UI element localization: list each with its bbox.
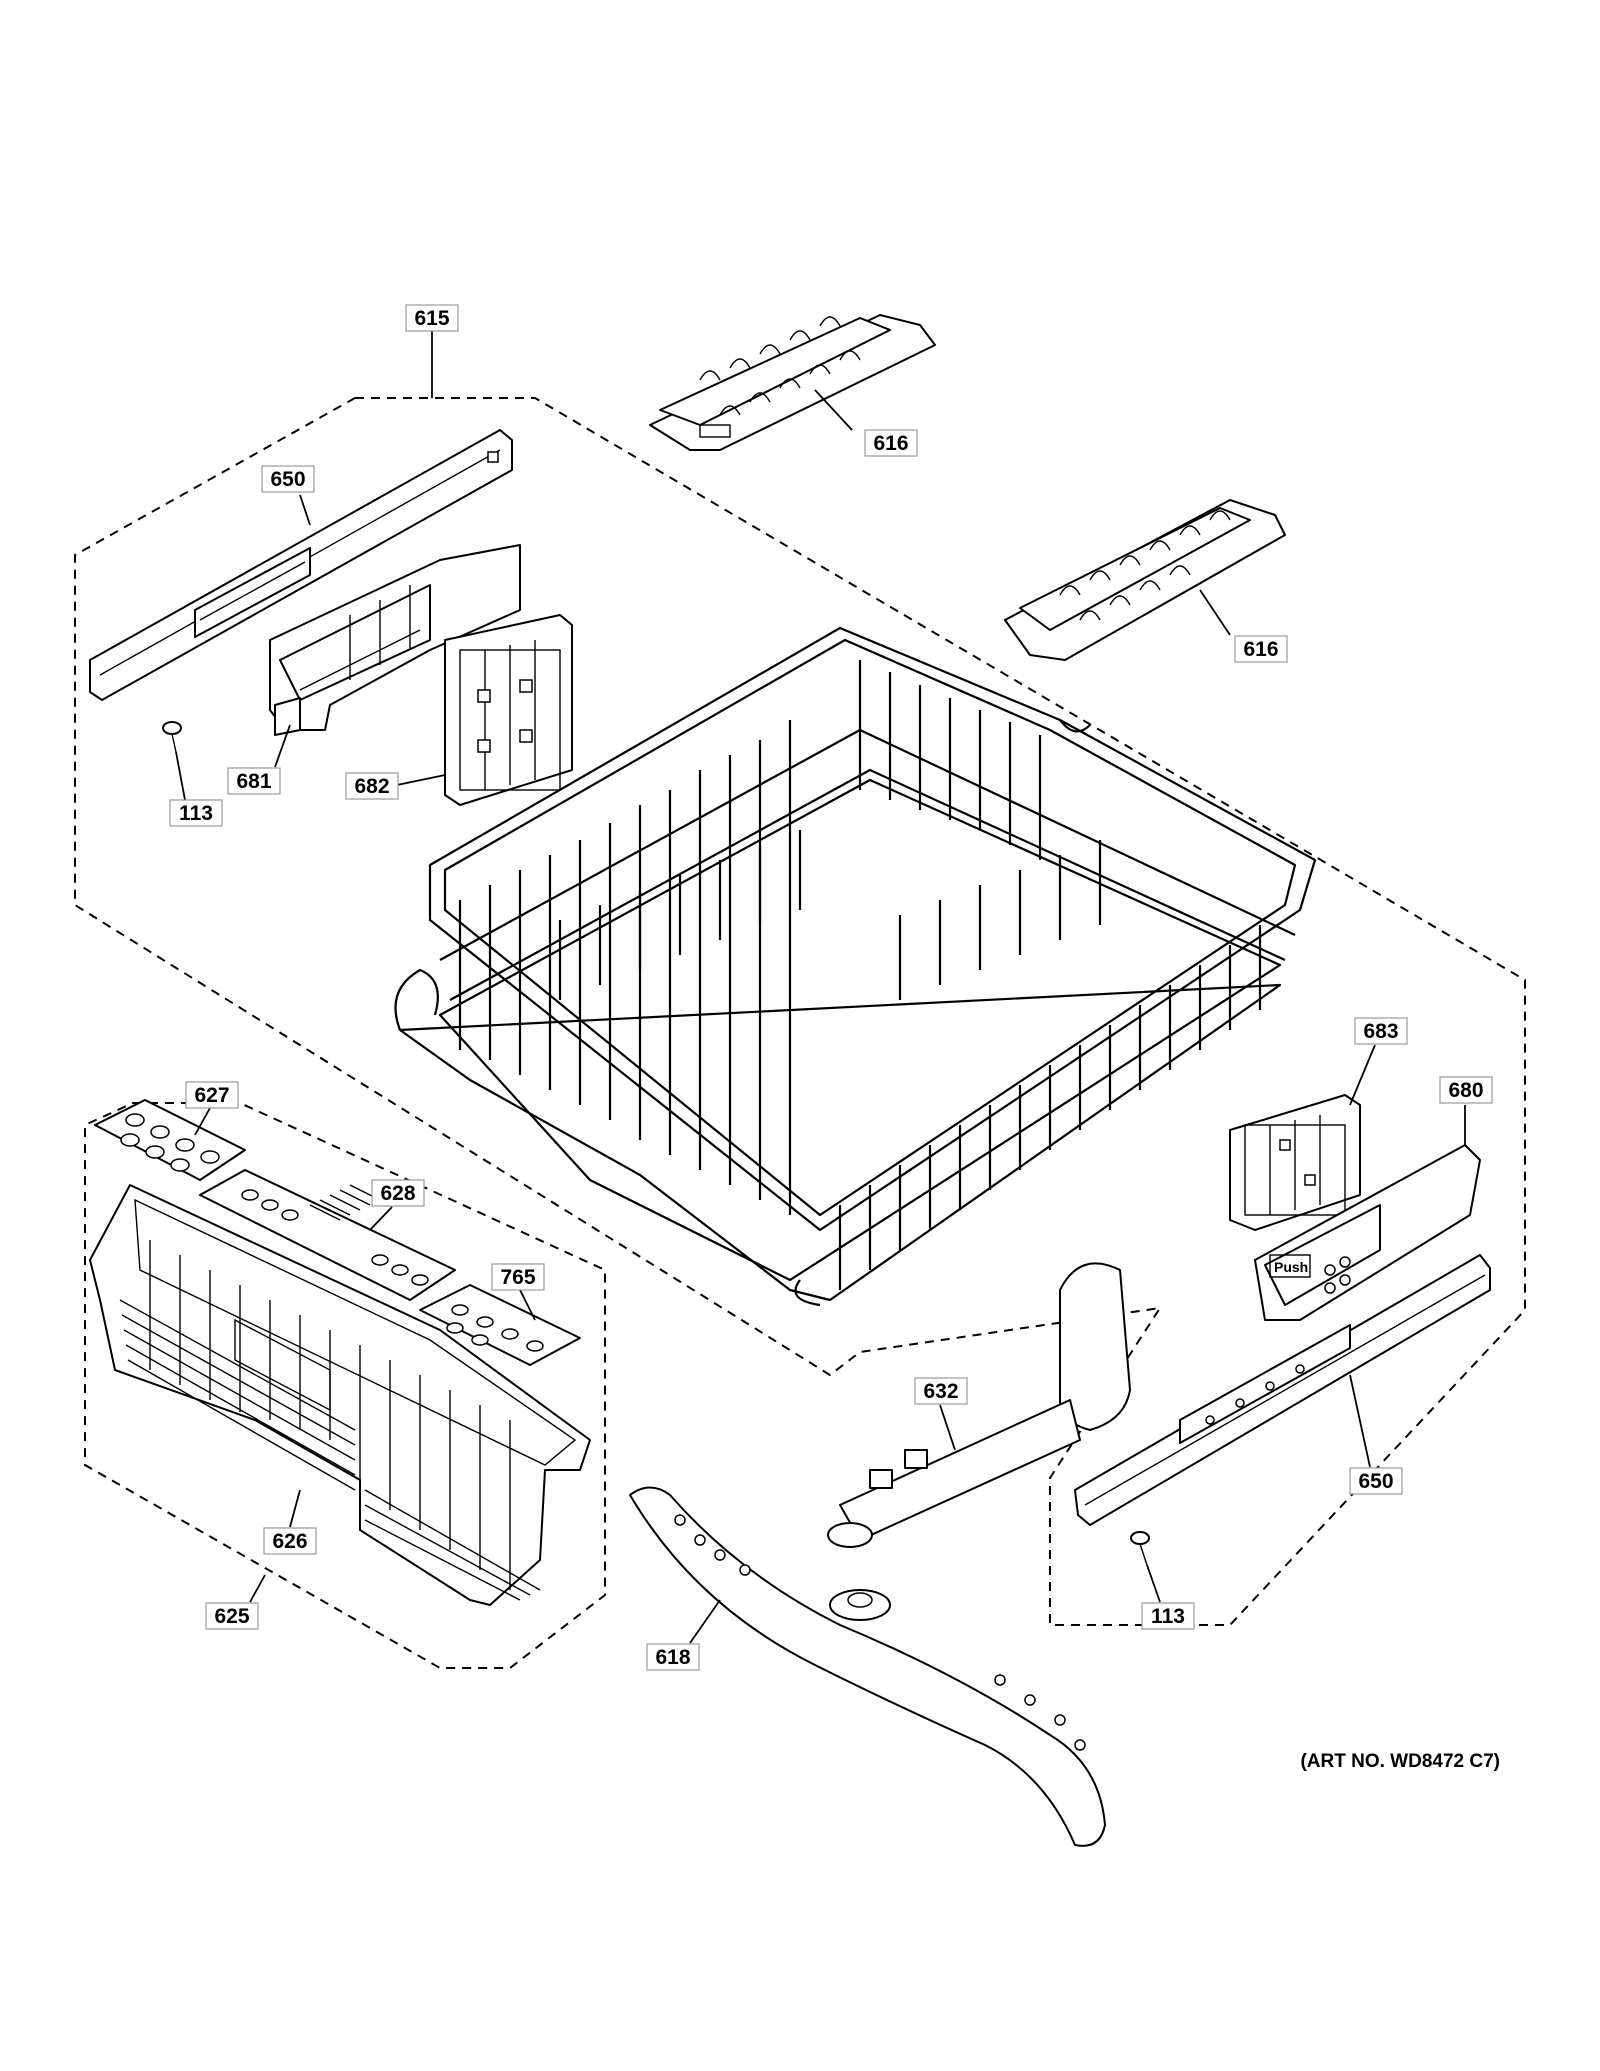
rack-slide-650-lower <box>1074 1254 1491 1526</box>
callout-113-lower-text: 113 <box>1151 1605 1185 1628</box>
callout-618-text: 618 <box>655 1646 690 1669</box>
callout-625-text: 625 <box>214 1605 249 1628</box>
tine-insert-683 <box>1229 1094 1361 1231</box>
group-615-outline <box>74 397 1526 1626</box>
callout-650-upper: 650 <box>261 465 315 493</box>
callout-765-text: 765 <box>500 1266 535 1289</box>
push-tab-label: Push <box>1274 1259 1308 1275</box>
callout-628-text: 628 <box>380 1182 415 1205</box>
callout-681: 681 <box>227 767 281 795</box>
leader-lines <box>175 330 1466 1644</box>
callout-683: 683 <box>1354 1017 1408 1045</box>
screw-113-upper <box>162 721 182 753</box>
callout-616-top: 616 <box>864 429 918 457</box>
callout-683-text: 683 <box>1363 1020 1398 1043</box>
callout-680-text: 680 <box>1448 1079 1483 1102</box>
callout-616-top-text: 616 <box>873 432 908 455</box>
callout-615-text: 615 <box>414 307 449 330</box>
group-625-outline <box>84 1102 606 1669</box>
callout-625: 625 <box>205 1602 259 1630</box>
rack-slide-650-upper <box>89 429 513 701</box>
callout-626: 626 <box>263 1527 317 1555</box>
callout-618: 618 <box>646 1643 700 1671</box>
callout-680: 680 <box>1439 1076 1493 1104</box>
screw-113-lower <box>1130 1531 1150 1566</box>
callout-682: 682 <box>345 772 399 800</box>
callout-650-lower-text: 650 <box>1358 1470 1393 1493</box>
basket-cover-628 <box>199 1169 456 1301</box>
callout-113-lower: 113 <box>1141 1602 1195 1630</box>
spray-arm-618 <box>629 1486 1106 1847</box>
callout-626-text: 626 <box>272 1530 307 1553</box>
cup-shelf-616-top <box>649 314 936 451</box>
callout-765: 765 <box>491 1263 545 1291</box>
height-adjuster-680: Push <box>1254 1144 1481 1321</box>
basket-cover-627 <box>94 1099 246 1181</box>
silverware-basket-626 <box>89 1184 591 1606</box>
callout-616-bottom: 616 <box>1234 635 1288 663</box>
rail-bracket-681 <box>269 544 521 736</box>
callout-650-lower: 650 <box>1349 1467 1403 1495</box>
callout-650-upper-text: 650 <box>270 468 305 491</box>
callout-628: 628 <box>371 1179 425 1207</box>
callout-615: 615 <box>405 304 459 332</box>
basket-cover-765 <box>419 1284 581 1366</box>
callout-113-upper: 113 <box>169 799 223 827</box>
spray-arm-manifold-632 <box>827 1262 1131 1548</box>
callout-681-text: 681 <box>236 770 271 793</box>
callout-113-upper-text: 113 <box>179 802 213 825</box>
callout-682-text: 682 <box>354 775 389 798</box>
callout-627-text: 627 <box>194 1084 229 1107</box>
cup-shelf-616-bottom <box>1004 499 1286 661</box>
art-number: (ART NO. WD8472 C7) <box>1300 1751 1500 1772</box>
callout-616-bottom-text: 616 <box>1243 638 1278 661</box>
callout-632: 632 <box>914 1377 968 1405</box>
callout-627: 627 <box>185 1081 239 1109</box>
callout-632-text: 632 <box>923 1380 958 1403</box>
tine-insert-682 <box>444 614 573 806</box>
upper-dish-rack <box>394 626 1317 1307</box>
